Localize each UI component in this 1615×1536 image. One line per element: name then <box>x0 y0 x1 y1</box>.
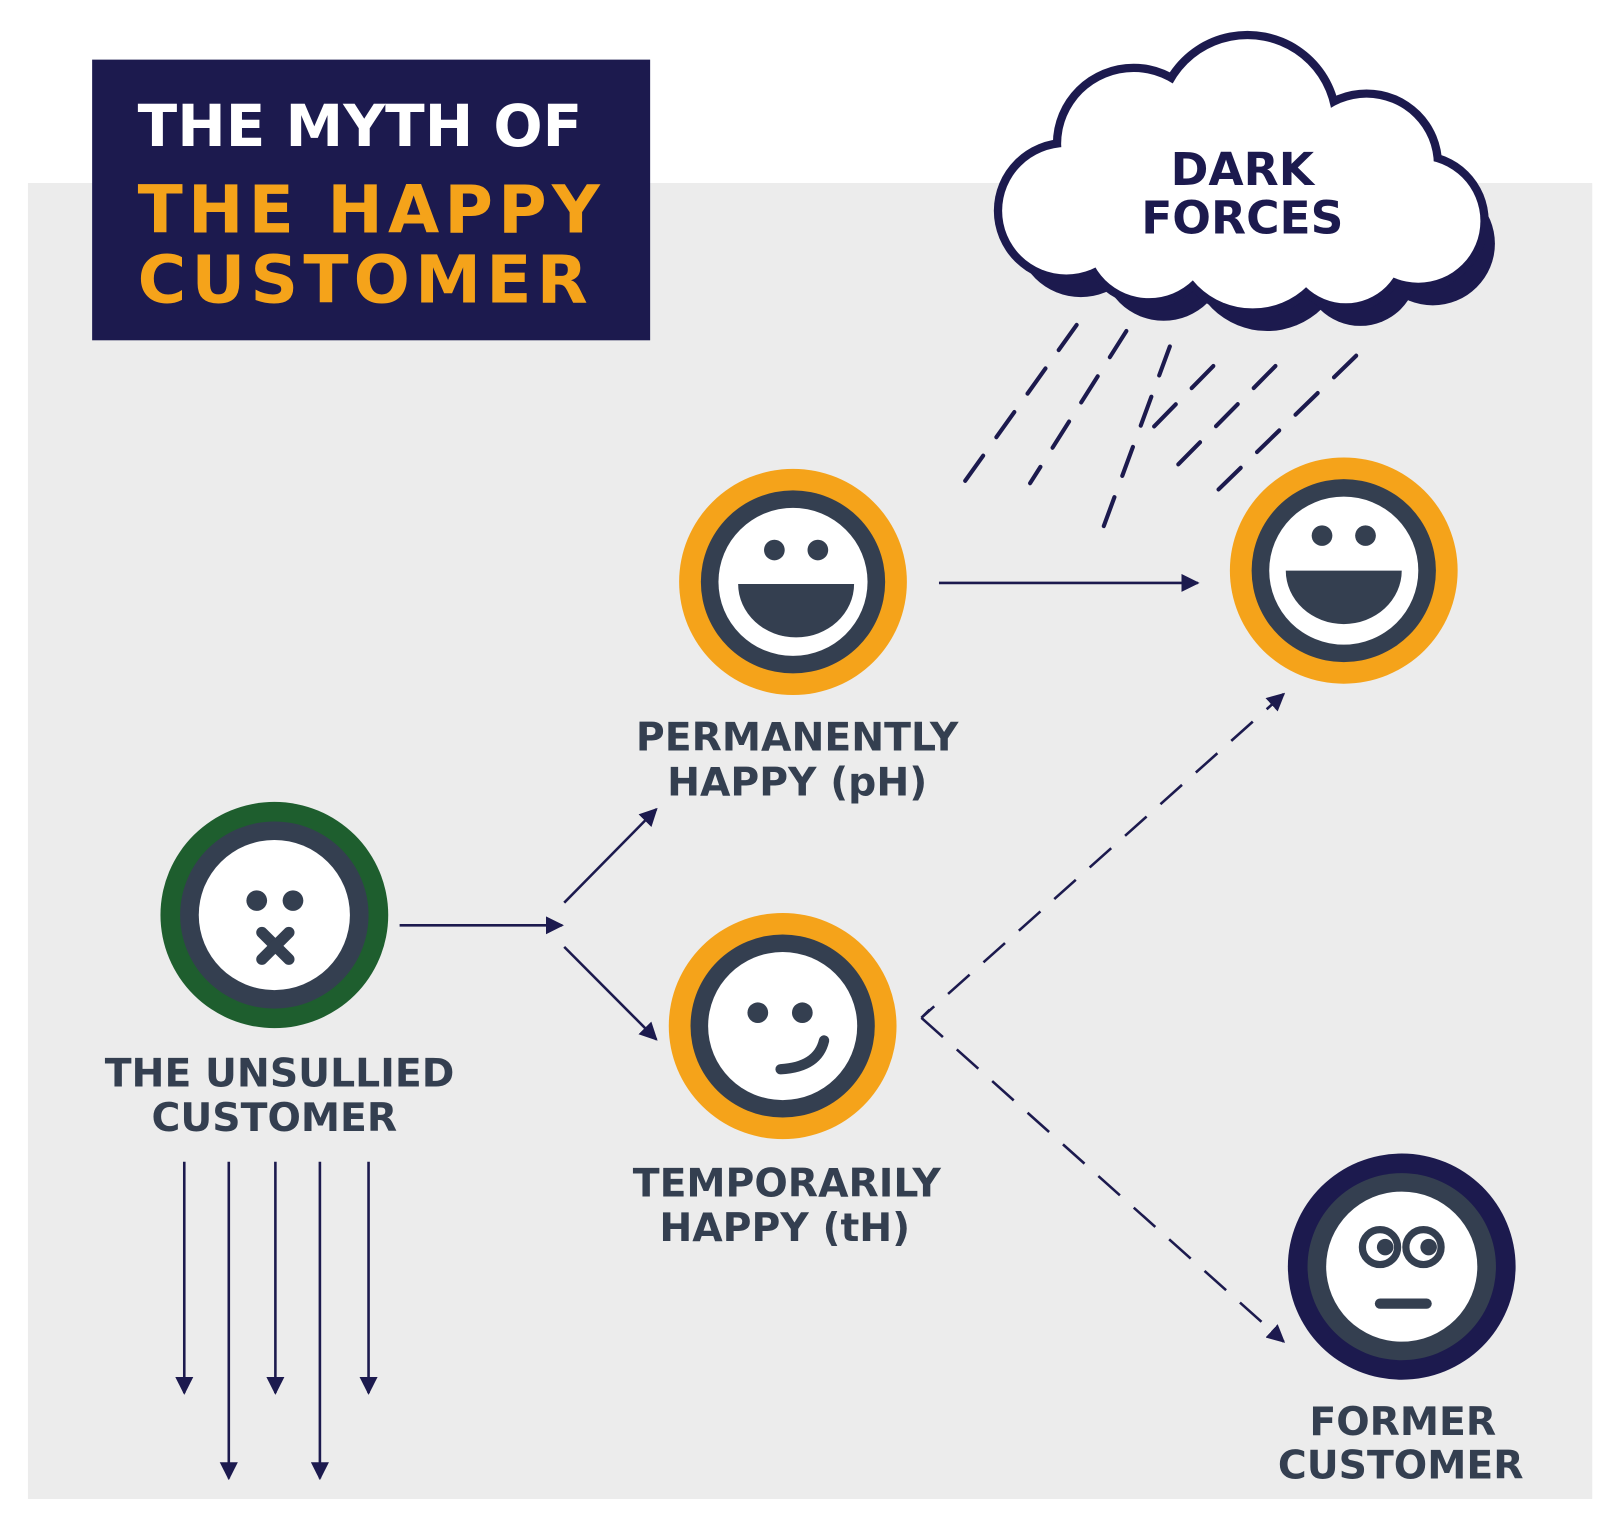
node-temporarily-happy: TEMPORARILY HAPPY (tH) <box>633 912 942 1251</box>
unsullied-label-line-1: THE UNSULLIED <box>105 1052 455 1097</box>
arrows <box>175 573 1286 1481</box>
node-former-customer: FORMER CUSTOMER <box>1278 1153 1524 1489</box>
node-permanently-happy: PERMANENTLY HAPPY (pH) <box>636 468 959 806</box>
arrow-to-permanently-happy <box>563 807 658 904</box>
rain-lines <box>950 322 1359 532</box>
dark-forces-cloud: DARK FORCES <box>993 30 1495 332</box>
former-label-line-1: FORMER <box>1309 1400 1496 1445</box>
cloud-text-line-2: FORCES <box>1141 192 1343 245</box>
temporarily-happy-label-line-1: TEMPORARILY <box>633 1162 942 1207</box>
mouth-zipped-face-icon <box>160 801 389 1029</box>
wide-eyed-face-icon <box>1287 1153 1516 1380</box>
cloud-text-line-1: DARK <box>1171 143 1316 196</box>
grinning-face-icon <box>1229 457 1458 684</box>
node-happy-after-dark-forces <box>1229 457 1458 684</box>
permanently-happy-label-line-2: HAPPY (pH) <box>667 761 927 806</box>
unsullied-label-line-2: CUSTOMER <box>152 1096 398 1141</box>
permanently-happy-label-line-1: PERMANENTLY <box>636 716 959 761</box>
former-label-line-2: CUSTOMER <box>1278 1444 1524 1489</box>
node-unsullied: THE UNSULLIED CUSTOMER <box>105 801 455 1141</box>
grinning-face-icon <box>679 468 907 696</box>
smirking-face-icon <box>668 912 897 1140</box>
dashed-arrow-temporarily-to-former <box>920 1016 1286 1343</box>
title-line-2: THE HAPPY <box>138 172 605 249</box>
temporarily-happy-label-line-2: HAPPY (tH) <box>659 1206 910 1251</box>
arrow-to-temporarily-happy <box>563 945 658 1041</box>
title-line-3: CUSTOMER <box>138 241 593 318</box>
title-line-1: THE MYTH OF <box>138 92 583 160</box>
title-box: THE MYTH OF THE HAPPY CUSTOMER <box>92 59 651 341</box>
